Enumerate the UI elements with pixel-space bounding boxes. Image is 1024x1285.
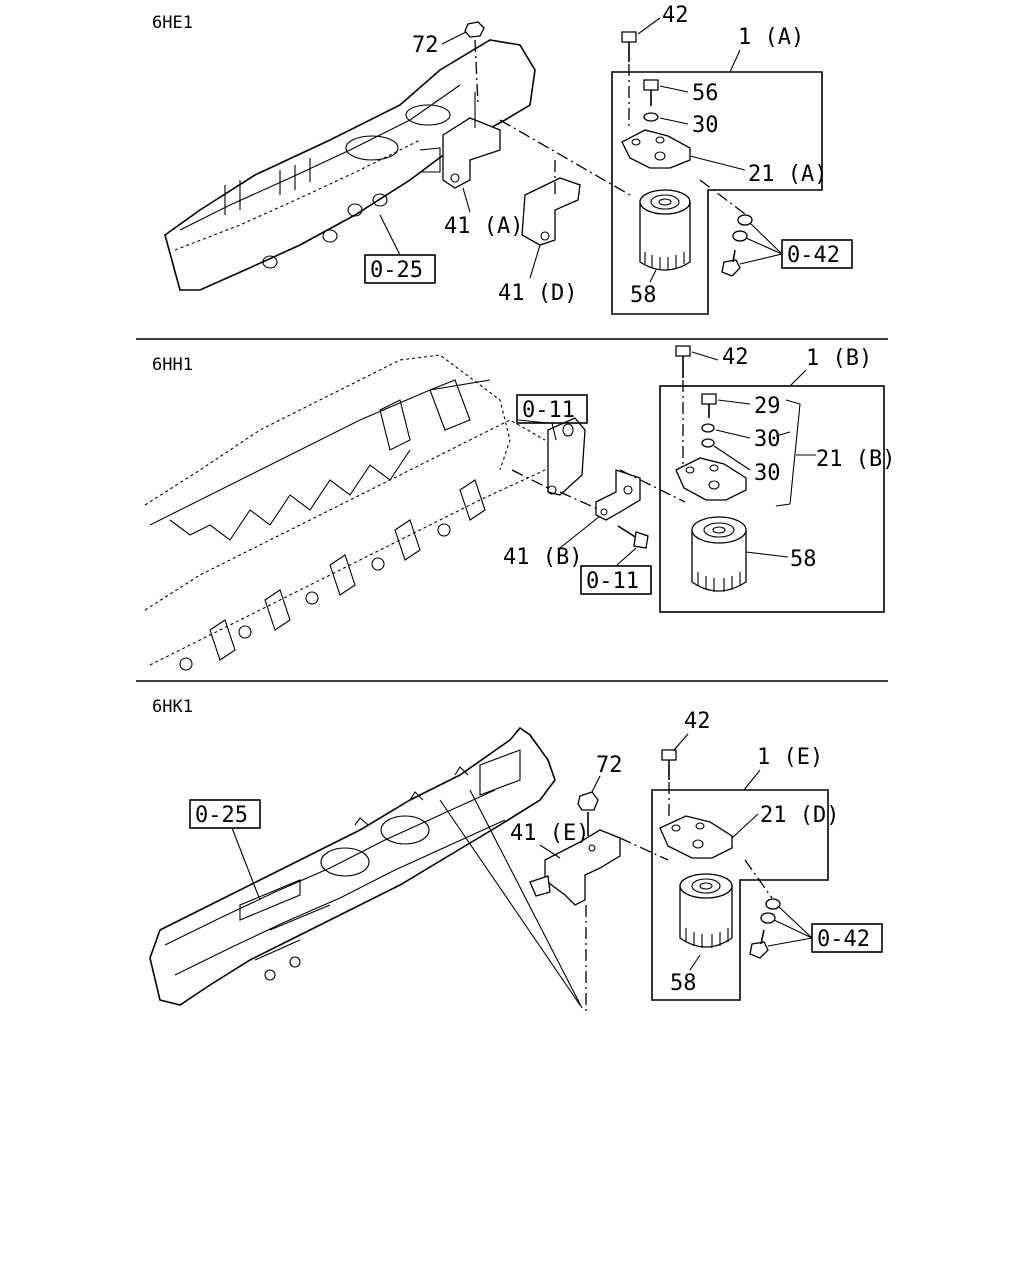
exhaust-manifold-6hk1 — [149, 726, 556, 1006]
washer-30-6he1: 30 — [643, 112, 719, 138]
label-washer-30-a: 30 — [754, 427, 781, 452]
label-head-21b: 21 (B) — [816, 447, 895, 472]
engine-title-6he1: 6HE1 — [152, 13, 193, 33]
engine-title-6hk1: 6HK1 — [152, 697, 193, 717]
engine-title-6hh1: 6HH1 — [152, 355, 193, 375]
label-bolt-56: 56 — [692, 81, 719, 106]
label-filter-58-6hh1: 58 — [790, 547, 817, 572]
ref-0-25-6hk1: 0-25 — [189, 799, 261, 901]
filter-58-6he1: 58 — [630, 189, 691, 308]
ref-label-0-11-top: 0-11 — [522, 398, 575, 423]
label-bolt-42-6he1: 42 — [662, 3, 689, 28]
label-assembly-1b: 1 (B) — [806, 346, 872, 371]
bolt-bracket-6hh1: 0-11 — [580, 525, 652, 595]
filter-58-6hh1: 58 — [691, 516, 817, 592]
section-6hh1: 6HH1 0-11 — [144, 345, 895, 671]
ref-label-0-42-6he1: 0-42 — [787, 243, 840, 268]
label-head-21d: 21 (D) — [760, 803, 839, 828]
bracket-21b: 21 (B) — [775, 399, 895, 507]
bracket-41e: 41 (E) — [439, 789, 669, 1012]
exhaust-manifold-6he1 — [164, 39, 536, 291]
label-washer-30-b: 30 — [754, 461, 781, 486]
label-filter-58-6he1: 58 — [630, 283, 657, 308]
bolt-56: 56 — [643, 79, 719, 106]
ref-0-25-6he1: 0-25 — [364, 214, 436, 284]
bracket-41a: 41 (A) — [442, 92, 523, 239]
plate-6hh1: 0-11 — [516, 394, 588, 496]
assembly-box-1b: 1 (B) — [659, 346, 885, 613]
nut-72-6he1: 72 — [412, 21, 485, 106]
assembly-box-1e: 1 (E) — [651, 745, 829, 1001]
washers-bolt-6he1 — [699, 179, 783, 277]
label-assembly-1a: 1 (A) — [738, 25, 804, 50]
label-bracket-41e: 41 (E) — [510, 821, 589, 846]
filter-58-6hk1: 58 — [670, 873, 733, 996]
section-6hk1: 6HK1 0-25 72 — [149, 697, 883, 1012]
bolt-42-6he1: 42 — [621, 3, 689, 130]
bolt-42-6hh1: 42 — [675, 345, 749, 470]
washer-30-b-6hh1: 30 — [701, 438, 781, 486]
bolt-42-6hk1: 42 — [661, 709, 711, 820]
ref-label-0-42-6hk1: 0-42 — [817, 927, 870, 952]
filter-head-21a: 21 (A) — [621, 129, 827, 187]
label-bracket-41d: 41 (D) — [498, 281, 577, 306]
ref-0-42-6he1: 0-42 — [781, 239, 853, 269]
label-bolt-42-6hh1: 42 — [722, 345, 749, 370]
cylinder-head-6hh1 — [144, 354, 549, 671]
ref-0-42-6hk1: 0-42 — [811, 923, 883, 953]
label-assembly-1e: 1 (E) — [757, 745, 823, 770]
label-filter-58-6hk1: 58 — [670, 971, 697, 996]
filter-head-6hh1 — [675, 457, 747, 501]
label-nut-72-6hk1: 72 — [596, 753, 623, 778]
assembly-box-1a: 1 (A) — [611, 25, 823, 315]
label-nut-72-6he1: 72 — [412, 33, 439, 58]
label-bracket-41b: 41 (B) — [503, 545, 582, 570]
filter-head-21d: 21 (D) — [659, 803, 839, 859]
washers-bolt-6hk1 — [744, 859, 813, 959]
label-head-21a: 21 (A) — [748, 162, 827, 187]
bolt-29: 29 — [701, 393, 781, 419]
label-bolt-42-6hk1: 42 — [684, 709, 711, 734]
bracket-41d: 41 (D) — [498, 177, 581, 306]
section-6he1: 6HE1 72 41 (A) — [152, 3, 853, 315]
ref-label-0-25-6he1: 0-25 — [370, 258, 423, 283]
bracket-41b: 41 (B) — [503, 469, 686, 570]
nut-72-6hk1: 72 — [577, 753, 623, 836]
washer-30-a-6hh1: 30 — [701, 423, 781, 452]
ref-label-0-11-bottom: 0-11 — [586, 569, 639, 594]
ref-label-0-25-6hk1: 0-25 — [195, 803, 248, 828]
label-washer-30-6he1: 30 — [692, 113, 719, 138]
label-bolt-29: 29 — [754, 394, 781, 419]
label-bracket-41a: 41 (A) — [444, 214, 523, 239]
